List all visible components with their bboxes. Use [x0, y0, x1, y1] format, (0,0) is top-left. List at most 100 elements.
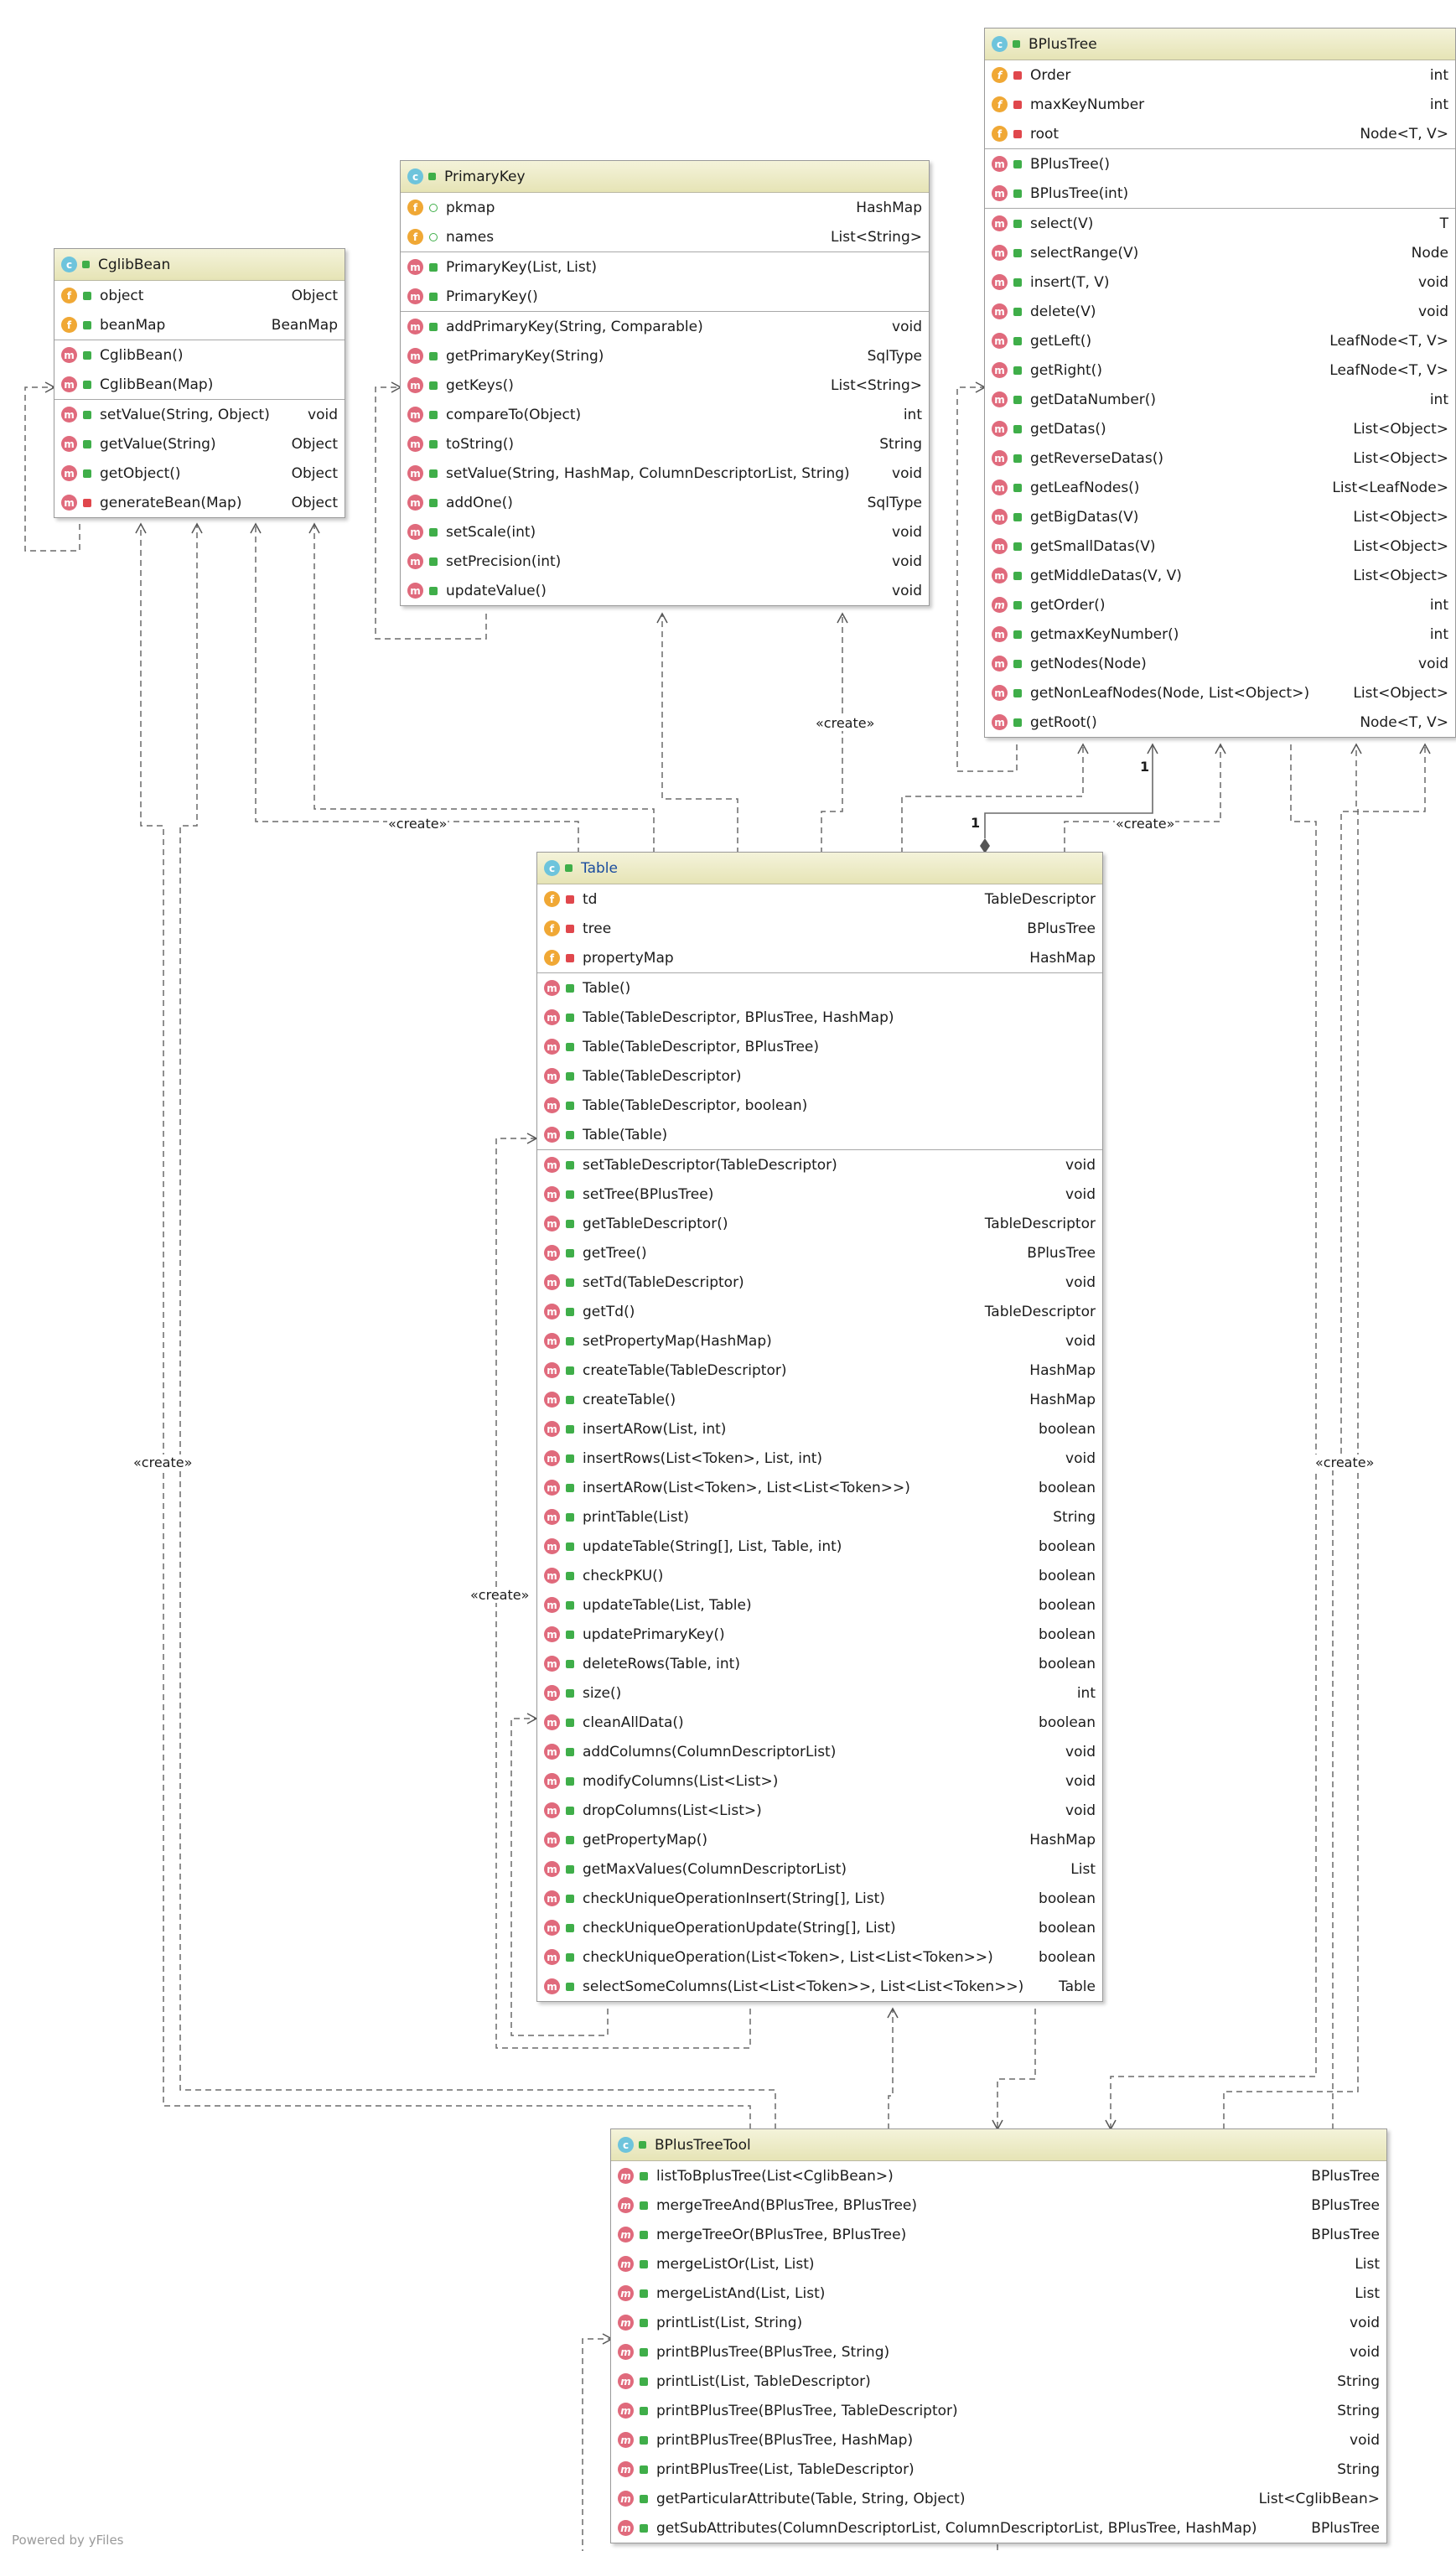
member-row[interactable]: mgetTd()TableDescriptor [537, 1297, 1102, 1326]
member-row[interactable]: mmergeTreeAnd(BPlusTree, BPlusTree)BPlus… [611, 2191, 1386, 2220]
member-row[interactable]: mprintBPlusTree(BPlusTree, HashMap)void [611, 2425, 1386, 2455]
class-primarykey[interactable]: c PrimaryKey fpkmapHashMapfnamesList<Str… [400, 160, 930, 606]
member-row[interactable]: minsertARow(List<Token>, List<List<Token… [537, 1473, 1102, 1502]
member-row[interactable]: mtoString()String [401, 429, 929, 459]
member-row[interactable]: mgetmaxKeyNumber()int [985, 620, 1455, 649]
member-row[interactable]: mCglibBean(Map) [54, 370, 345, 399]
member-row[interactable]: mgetReverseDatas()List<Object> [985, 443, 1455, 473]
member-row[interactable]: mprintBPlusTree(BPlusTree, String)void [611, 2337, 1386, 2367]
member-row[interactable]: mselectSomeColumns(List<List<Token>>, Li… [537, 1972, 1102, 2001]
member-row[interactable]: msetValue(String, HashMap, ColumnDescrip… [401, 459, 929, 488]
member-row[interactable]: ftreeBPlusTree [537, 914, 1102, 943]
member-row[interactable]: mgetTree()BPlusTree [537, 1238, 1102, 1268]
member-row[interactable]: mTable(TableDescriptor, BPlusTree) [537, 1032, 1102, 1061]
member-row[interactable]: fnamesList<String> [401, 222, 929, 251]
member-row[interactable]: mgetTableDescriptor()TableDescriptor [537, 1209, 1102, 1238]
member-row[interactable]: minsertARow(List, int)boolean [537, 1414, 1102, 1444]
member-row[interactable]: mPrimaryKey() [401, 282, 929, 311]
member-row[interactable]: fOrderint [985, 60, 1455, 90]
member-row[interactable]: mgetDataNumber()int [985, 385, 1455, 414]
member-row[interactable]: mgenerateBean(Map)Object [54, 488, 345, 517]
member-row[interactable]: msetValue(String, Object)void [54, 400, 345, 429]
member-row[interactable]: mcreateTable()HashMap [537, 1385, 1102, 1414]
member-row[interactable]: minsertRows(List<Token>, List, int)void [537, 1444, 1102, 1473]
member-row[interactable]: mgetValue(String)Object [54, 429, 345, 459]
member-row[interactable]: mgetMaxValues(ColumnDescriptorList)List [537, 1854, 1102, 1884]
member-row[interactable]: mBPlusTree() [985, 149, 1455, 179]
member-row[interactable]: mselect(V)T [985, 209, 1455, 238]
member-row[interactable]: msize()int [537, 1678, 1102, 1708]
member-row[interactable]: mgetLeft()LeafNode<T, V> [985, 326, 1455, 355]
member-row[interactable]: minsert(T, V)void [985, 267, 1455, 297]
member-row[interactable]: mgetDatas()List<Object> [985, 414, 1455, 443]
member-row[interactable]: mgetSubAttributes(ColumnDescriptorList, … [611, 2513, 1386, 2543]
member-row[interactable]: mgetLeafNodes()List<LeafNode> [985, 473, 1455, 502]
member-row[interactable]: mprintList(List, String)void [611, 2308, 1386, 2337]
member-row[interactable]: mcheckPKU()boolean [537, 1561, 1102, 1590]
member-row[interactable]: mupdatePrimaryKey()boolean [537, 1620, 1102, 1649]
member-row[interactable]: mupdateTable(List, Table)boolean [537, 1590, 1102, 1620]
member-row[interactable]: mupdateTable(String[], List, Table, int)… [537, 1532, 1102, 1561]
member-row[interactable]: fobjectObject [54, 281, 345, 310]
member-row[interactable]: mgetPropertyMap()HashMap [537, 1825, 1102, 1854]
member-row[interactable]: msetPrecision(int)void [401, 547, 929, 576]
member-row[interactable]: maddPrimaryKey(String, Comparable)void [401, 312, 929, 341]
member-row[interactable]: mgetKeys()List<String> [401, 371, 929, 400]
class-cglibbean[interactable]: c CglibBean fobjectObjectfbeanMapBeanMap… [54, 248, 345, 518]
member-row[interactable]: mgetObject()Object [54, 459, 345, 488]
member-row[interactable]: mmodifyColumns(List<List>)void [537, 1766, 1102, 1796]
member-row[interactable]: mBPlusTree(int) [985, 179, 1455, 208]
member-row[interactable]: mmergeTreeOr(BPlusTree, BPlusTree)BPlusT… [611, 2220, 1386, 2249]
member-row[interactable]: mcleanAllData()boolean [537, 1708, 1102, 1737]
member-row[interactable]: mcheckUniqueOperationInsert(String[], Li… [537, 1884, 1102, 1913]
member-row[interactable]: mTable(Table) [537, 1120, 1102, 1149]
member-row[interactable]: mcompareTo(Object)int [401, 400, 929, 429]
member-row[interactable]: mgetNonLeafNodes(Node, List<Object>)List… [985, 678, 1455, 708]
member-row[interactable]: mCglibBean() [54, 340, 345, 370]
member-row[interactable]: mPrimaryKey(List, List) [401, 252, 929, 282]
member-row[interactable]: mgetParticularAttribute(Table, String, O… [611, 2484, 1386, 2513]
member-row[interactable]: maddOne()SqlType [401, 488, 929, 517]
member-row[interactable]: fpkmapHashMap [401, 193, 929, 222]
member-row[interactable]: mdelete(V)void [985, 297, 1455, 326]
member-row[interactable]: mTable(TableDescriptor) [537, 1061, 1102, 1091]
member-row[interactable]: mdeleteRows(Table, int)boolean [537, 1649, 1102, 1678]
member-row[interactable]: msetPropertyMap(HashMap)void [537, 1326, 1102, 1356]
member-row[interactable]: mTable(TableDescriptor, BPlusTree, HashM… [537, 1003, 1102, 1032]
class-table[interactable]: c Table ftdTableDescriptorftreeBPlusTree… [536, 852, 1103, 2002]
member-row[interactable]: mgetRoot()Node<T, V> [985, 708, 1455, 737]
member-row[interactable]: ftdTableDescriptor [537, 884, 1102, 914]
member-row[interactable]: mgetSmallDatas(V)List<Object> [985, 531, 1455, 561]
member-row[interactable]: mmergeListOr(List, List)List [611, 2249, 1386, 2279]
member-row[interactable]: mselectRange(V)Node [985, 238, 1455, 267]
member-row[interactable]: mprintBPlusTree(List, TableDescriptor)St… [611, 2455, 1386, 2484]
member-row[interactable]: mgetBigDatas(V)List<Object> [985, 502, 1455, 531]
member-row[interactable]: mprintList(List, TableDescriptor)String [611, 2367, 1386, 2396]
member-row[interactable]: msetTd(TableDescriptor)void [537, 1268, 1102, 1297]
member-row[interactable]: fbeanMapBeanMap [54, 310, 345, 340]
member-row[interactable]: mprintBPlusTree(BPlusTree, TableDescript… [611, 2396, 1386, 2425]
member-row[interactable]: mcreateTable(TableDescriptor)HashMap [537, 1356, 1102, 1385]
member-row[interactable]: fpropertyMapHashMap [537, 943, 1102, 972]
member-row[interactable]: mgetMiddleDatas(V, V)List<Object> [985, 561, 1455, 590]
member-row[interactable]: msetTree(BPlusTree)void [537, 1180, 1102, 1209]
member-row[interactable]: mmergeListAnd(List, List)List [611, 2279, 1386, 2308]
member-row[interactable]: mupdateValue()void [401, 576, 929, 605]
class-bplustreetool[interactable]: c BPlusTreeTool mlistToBplusTree(List<Cg… [610, 2128, 1387, 2543]
member-row[interactable]: mTable() [537, 973, 1102, 1003]
member-row[interactable]: mcheckUniqueOperation(List<Token>, List<… [537, 1942, 1102, 1972]
member-row[interactable]: mdropColumns(List<List>)void [537, 1796, 1102, 1825]
member-row[interactable]: mgetRight()LeafNode<T, V> [985, 355, 1455, 385]
member-row[interactable]: mgetOrder()int [985, 590, 1455, 620]
member-row[interactable]: frootNode<T, V> [985, 119, 1455, 148]
member-row[interactable]: mlistToBplusTree(List<CglibBean>)BPlusTr… [611, 2161, 1386, 2191]
member-row[interactable]: msetScale(int)void [401, 517, 929, 547]
member-row[interactable]: mgetNodes(Node)void [985, 649, 1455, 678]
member-row[interactable]: mcheckUniqueOperationUpdate(String[], Li… [537, 1913, 1102, 1942]
member-row[interactable]: fmaxKeyNumberint [985, 90, 1455, 119]
member-row[interactable]: msetTableDescriptor(TableDescriptor)void [537, 1150, 1102, 1180]
class-bplustree[interactable]: c BPlusTree fOrderintfmaxKeyNumberintfro… [984, 28, 1456, 738]
member-row[interactable]: mprintTable(List)String [537, 1502, 1102, 1532]
member-row[interactable]: maddColumns(ColumnDescriptorList)void [537, 1737, 1102, 1766]
member-row[interactable]: mgetPrimaryKey(String)SqlType [401, 341, 929, 371]
